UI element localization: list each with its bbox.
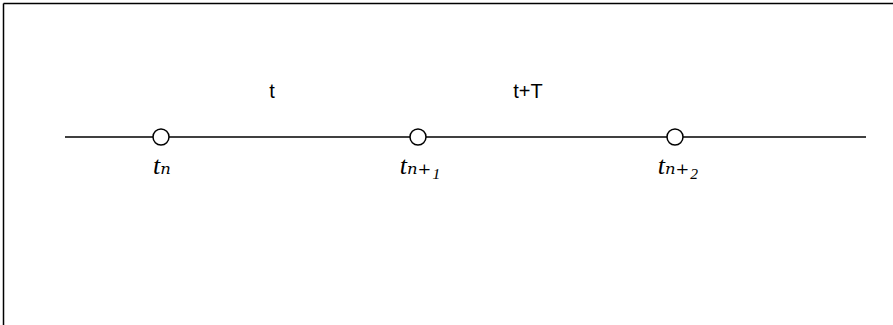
time-point-label: tₙ₊₂ — [658, 152, 699, 181]
time-point — [410, 129, 426, 145]
time-axis — [65, 136, 866, 138]
time-point-label: tₙ₊₁ — [400, 152, 441, 181]
frame-line — [3, 4, 5, 325]
frame-line — [4, 3, 893, 5]
interval-start-label: t — [269, 80, 275, 102]
time-point-label: tₙ — [153, 152, 171, 181]
time-point — [667, 129, 683, 145]
interval-end-label: t+T — [513, 80, 542, 102]
time-point — [153, 129, 169, 145]
